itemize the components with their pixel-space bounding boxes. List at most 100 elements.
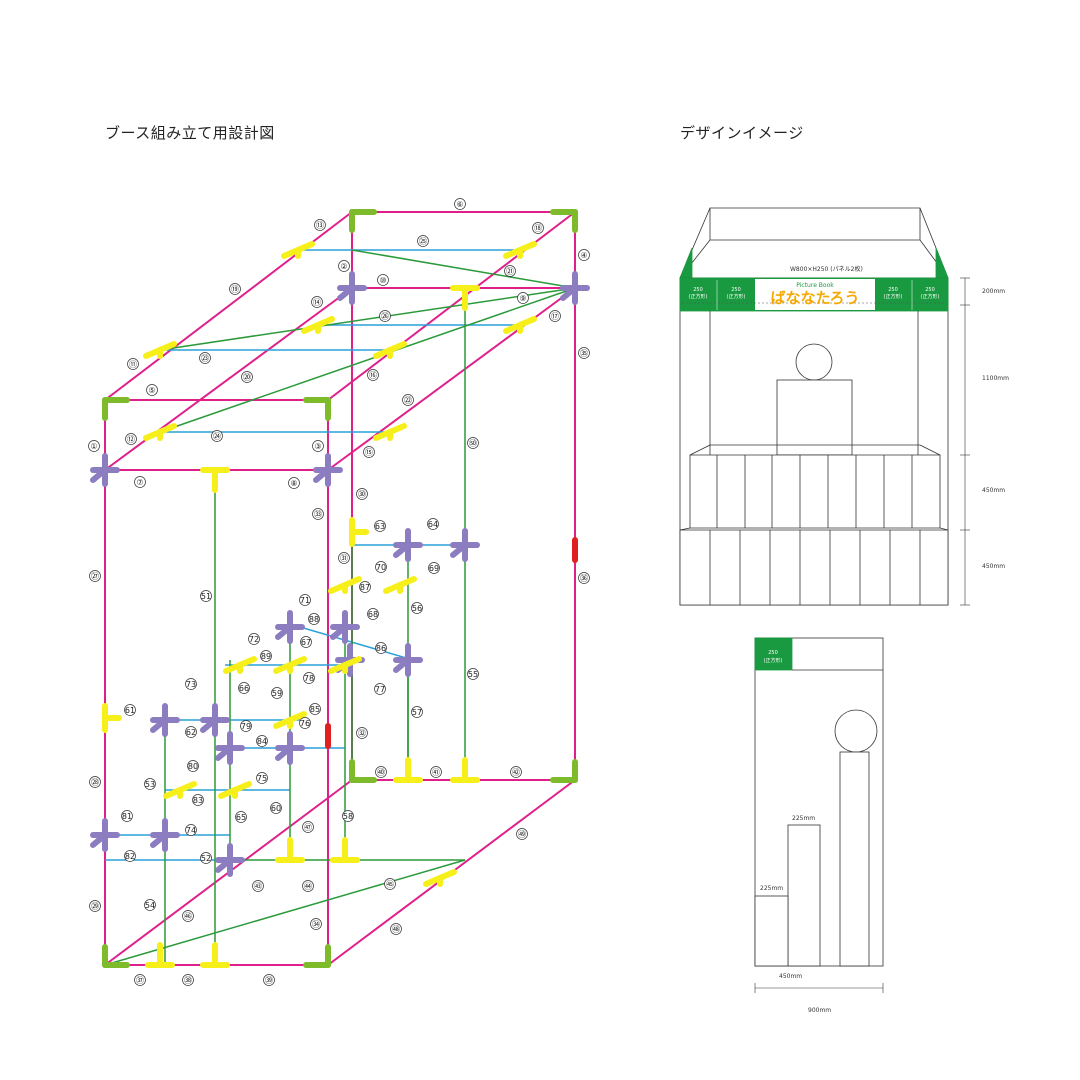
side-dim-width: 900mm <box>808 1007 831 1014</box>
svg-text:㊹: ㊹ <box>304 882 312 891</box>
svg-text:㊶: ㊶ <box>432 768 440 777</box>
svg-text:㊿: ㊿ <box>469 439 477 448</box>
part-label: 57 <box>411 706 423 718</box>
part-label: ⑨ <box>517 292 529 304</box>
svg-text:①: ① <box>90 442 97 451</box>
green-bar <box>159 287 576 351</box>
svg-text:㊾: ㊾ <box>518 830 526 839</box>
yellow-diagonal-joint <box>423 869 457 887</box>
dim-1100: 1100mm <box>982 375 1009 382</box>
svg-text:52: 52 <box>201 854 211 863</box>
part-label: 68 <box>367 608 379 620</box>
svg-text:㊴: ㊴ <box>265 976 273 985</box>
part-label: ㊹ <box>302 880 314 892</box>
purple-cross-joint <box>90 818 120 852</box>
svg-text:79: 79 <box>241 722 251 731</box>
yellow-t-joint <box>330 837 360 863</box>
svg-text:83: 83 <box>193 796 203 805</box>
svg-text:⑮: ⑮ <box>365 448 373 457</box>
part-label: 56 <box>411 602 423 614</box>
svg-text:㊽: ㊽ <box>392 925 400 934</box>
dim-200: 200mm <box>982 288 1005 295</box>
purple-cross-joint <box>215 843 245 877</box>
svg-text:㊼: ㊼ <box>304 823 312 832</box>
svg-text:㉖: ㉖ <box>381 312 389 321</box>
part-label: ㉘ <box>89 776 101 788</box>
yellow-diagonal-joint <box>281 241 315 259</box>
part-label: ⑮ <box>363 446 375 458</box>
green-bar <box>159 287 576 433</box>
part-label: ㊱ <box>578 572 590 584</box>
yellow-t-joint <box>349 517 369 547</box>
purple-cross-joint <box>393 528 423 562</box>
part-label: ⑤ <box>146 384 158 396</box>
part-label: ㉖ <box>379 310 391 322</box>
yellow-diagonal-joint <box>503 241 537 259</box>
yellow-diagonal-joint <box>373 423 407 441</box>
yellow-t-joint <box>450 285 480 311</box>
part-label: 51 <box>200 590 212 602</box>
part-label: 59 <box>271 687 283 699</box>
svg-text:74: 74 <box>186 826 196 835</box>
svg-text:⑭: ⑭ <box>313 298 321 307</box>
svg-text:㉝: ㉝ <box>314 510 322 519</box>
part-label: 53 <box>144 778 156 790</box>
purple-cross-joint <box>150 818 180 852</box>
design-title: デザインイメージ <box>680 124 804 142</box>
part-label: 87 <box>359 581 371 593</box>
part-label: 79 <box>240 720 252 732</box>
svg-text:④: ④ <box>580 251 587 260</box>
part-label: ⑪ <box>127 358 139 370</box>
svg-text:㉛: ㉛ <box>340 554 348 563</box>
lime-corner-joint <box>102 397 130 421</box>
part-label: 69 <box>428 562 440 574</box>
svg-text:㉑: ㉑ <box>506 267 514 276</box>
lime-corner-joint <box>550 209 578 233</box>
svg-text:65: 65 <box>236 813 246 822</box>
part-label: 86 <box>375 642 387 654</box>
purple-cross-joint <box>450 528 480 562</box>
svg-text:㉗: ㉗ <box>91 572 99 581</box>
svg-text:㉙: ㉙ <box>91 902 99 911</box>
svg-text:㉚: ㉚ <box>358 490 366 499</box>
part-label: ㉗ <box>89 570 101 582</box>
part-label: ㉟ <box>578 347 590 359</box>
part-label: ㉜ <box>356 727 368 739</box>
yellow-t-joint <box>200 942 230 968</box>
part-label: 54 <box>144 899 156 911</box>
purple-cross-joint <box>275 610 305 644</box>
yellow-diagonal-joint <box>328 576 362 594</box>
banner-note: W800×H250 (パネル2枚) <box>790 265 863 273</box>
lime-corner-joint <box>349 759 377 783</box>
brand-big-text: ばななたろう <box>770 289 859 307</box>
svg-text:㉜: ㉜ <box>358 729 366 738</box>
part-label: ㊳ <box>182 974 194 986</box>
part-label: 84 <box>256 735 268 747</box>
svg-text:㊲: ㊲ <box>136 976 144 985</box>
part-label: ⑧ <box>288 477 300 489</box>
svg-text:77: 77 <box>375 685 385 694</box>
part-label: ㉛ <box>338 552 350 564</box>
svg-text:②: ② <box>340 262 347 271</box>
part-label: ㊽ <box>390 923 402 935</box>
yellow-diagonal-joint <box>143 341 177 359</box>
part-label: 89 <box>260 650 272 662</box>
blue-bar <box>299 626 414 661</box>
svg-text:㊻: ㊻ <box>184 912 192 921</box>
part-label: ⑬ <box>314 219 326 231</box>
yellow-diagonal-joint <box>503 316 537 334</box>
svg-text:⑬: ⑬ <box>316 221 324 230</box>
part-label: ㉑ <box>504 265 516 277</box>
part-label: 58 <box>342 810 354 822</box>
banner-center-panel <box>755 279 875 310</box>
yellow-diagonal-joint <box>218 781 252 799</box>
part-label: ㉙ <box>89 900 101 912</box>
svg-text:㉞: ㉞ <box>312 920 320 929</box>
dim-450-a: 450mm <box>982 487 1005 494</box>
yellow-diagonal-joint <box>373 341 407 359</box>
yellow-t-joint <box>450 757 480 783</box>
side-dim-top: 225mm <box>792 815 815 822</box>
part-label: ㉔ <box>211 430 223 442</box>
part-label: ① <box>88 440 100 452</box>
